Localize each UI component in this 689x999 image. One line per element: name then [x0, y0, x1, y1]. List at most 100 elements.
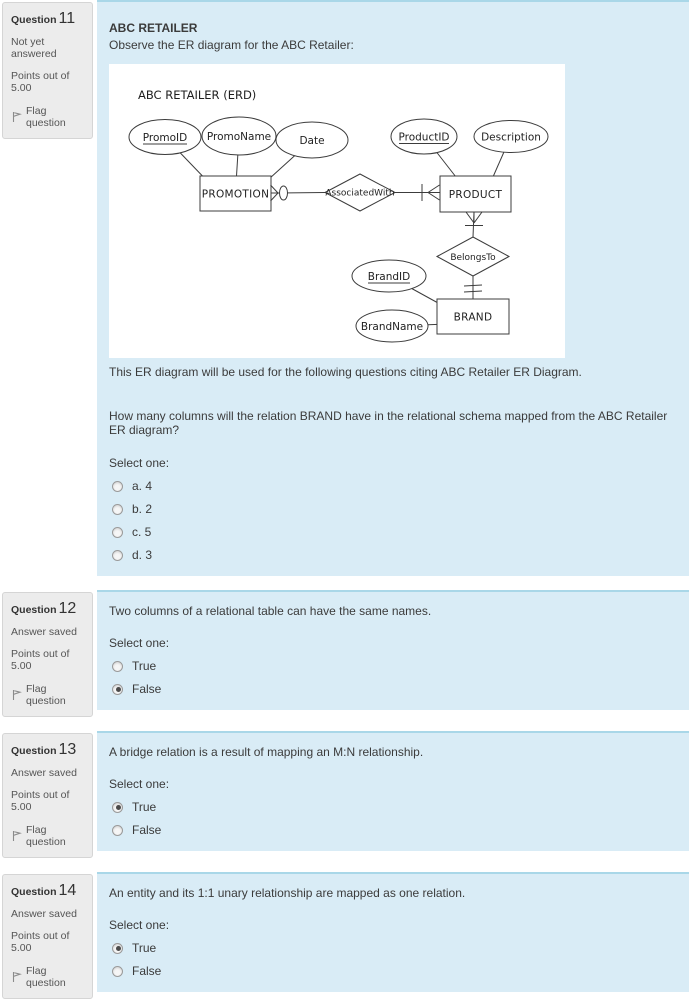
question-points: Points out of 5.00	[11, 930, 70, 954]
flag-question-label: Flag question	[26, 105, 66, 129]
flag-icon	[12, 111, 22, 122]
attr-productid-label: ProductID	[398, 132, 449, 144]
question-12-content: Two columns of a relational table can ha…	[97, 590, 689, 710]
attribute-brandid	[351, 259, 427, 293]
question-label: Question	[11, 745, 57, 757]
er-diagram-svg: ABC RETAILER (ERD) PROMOTION PRODUCT BRA…	[128, 88, 549, 343]
radio-button[interactable]	[112, 549, 123, 561]
question-number: 12	[58, 600, 77, 617]
option-row: False	[112, 964, 675, 978]
option-label[interactable]: False	[132, 682, 162, 696]
attr-promoname-label: PromoName	[207, 131, 271, 143]
entity-product	[439, 175, 512, 213]
option-row: True	[112, 659, 675, 673]
question-label: Question	[11, 14, 57, 26]
question-status: Answer saved	[11, 908, 77, 920]
question-13-content: A bridge relation is a result of mapping…	[97, 731, 689, 851]
attr-description-label: Description	[481, 132, 541, 144]
radio-button[interactable]	[112, 824, 123, 836]
question-status: Answer saved	[11, 767, 77, 779]
flag-question-label: Flag question	[26, 683, 66, 707]
attr-date-label: Date	[299, 135, 324, 147]
option-label[interactable]: True	[132, 659, 157, 673]
attribute-date	[275, 121, 349, 159]
attr-brandid-label: BrandID	[368, 271, 410, 283]
question-prompt: An entity and its 1:1 unary relationship…	[109, 886, 466, 900]
option-label[interactable]: False	[132, 964, 162, 978]
diagram-note: This ER diagram will be used for the fol…	[109, 365, 582, 379]
option-label[interactable]: True	[132, 941, 157, 955]
rel-associatedwith-label: AssociatedWith	[325, 189, 394, 199]
option-row: False	[112, 682, 675, 696]
question-number: 11	[58, 10, 76, 27]
entity-brand	[436, 298, 510, 335]
radio-button[interactable]	[112, 683, 123, 695]
radio-button[interactable]	[112, 660, 123, 672]
flag-question-link[interactable]: Flag question	[11, 683, 86, 707]
attribute-description	[473, 120, 549, 153]
relationship-associatedwith	[323, 173, 397, 212]
attribute-brandname	[355, 309, 429, 343]
radio-button[interactable]	[112, 526, 123, 538]
question-prompt: Two columns of a relational table can ha…	[109, 604, 432, 618]
crowsfoot-product-bottom	[465, 211, 483, 224]
entity-promotion-label: PROMOTION	[202, 189, 270, 201]
optional-circle	[279, 185, 288, 201]
question-prompt: A bridge relation is a result of mapping…	[109, 745, 424, 759]
option-label[interactable]: False	[132, 823, 162, 837]
option-label[interactable]: a. 4	[132, 479, 153, 493]
radio-button[interactable]	[112, 480, 123, 492]
question-number: 14	[58, 882, 77, 899]
radio-button[interactable]	[112, 965, 123, 977]
attribute-productid	[390, 118, 458, 155]
question-intro: Observe the ER diagram for the ABC Retai…	[109, 38, 354, 52]
relationship-belongsto	[435, 236, 511, 277]
question-points: Points out of 5.00	[11, 789, 70, 813]
radio-button[interactable]	[112, 503, 123, 515]
question-prompt: How many columns will the relation BRAND…	[109, 409, 668, 437]
option-row: b. 2	[112, 502, 675, 516]
question-points: Points out of 5.00	[11, 648, 70, 672]
crowsfoot-product-left	[427, 184, 440, 201]
radio-button[interactable]	[112, 801, 123, 813]
option-label[interactable]: c. 5	[132, 525, 152, 539]
option-row: c. 5	[112, 525, 675, 539]
diagram-title: ABC RETAILER (ERD)	[138, 88, 256, 102]
question-label: Question	[11, 604, 57, 616]
option-label[interactable]: True	[132, 800, 157, 814]
entity-promotion	[199, 175, 272, 212]
select-one-label: Select one:	[109, 636, 170, 650]
rel-belongsto-label: BelongsTo	[450, 253, 496, 263]
attr-brandname-label: BrandName	[361, 321, 423, 333]
option-row: False	[112, 823, 675, 837]
option-label[interactable]: b. 2	[132, 502, 153, 516]
radio-button[interactable]	[112, 942, 123, 954]
flag-question-link[interactable]: Flag question	[11, 105, 86, 129]
option-label[interactable]: d. 3	[132, 548, 153, 562]
flag-icon	[12, 971, 22, 982]
option-row: d. 3	[112, 548, 675, 562]
attribute-promoid	[128, 119, 202, 155]
option-row: a. 4	[112, 479, 675, 493]
double-bar-brand-2	[463, 290, 483, 293]
flag-question-link[interactable]: Flag question	[11, 965, 86, 989]
double-bar-brand-1	[463, 284, 483, 287]
question-14-content: An entity and its 1:1 unary relationship…	[97, 872, 689, 992]
question-status: Answer saved	[11, 626, 77, 638]
select-one-label: Select one:	[109, 918, 170, 932]
question-status: Not yet answered	[11, 36, 57, 60]
entity-brand-label: BRAND	[454, 312, 493, 324]
flag-question-link[interactable]: Flag question	[11, 824, 86, 848]
option-row: True	[112, 800, 675, 814]
